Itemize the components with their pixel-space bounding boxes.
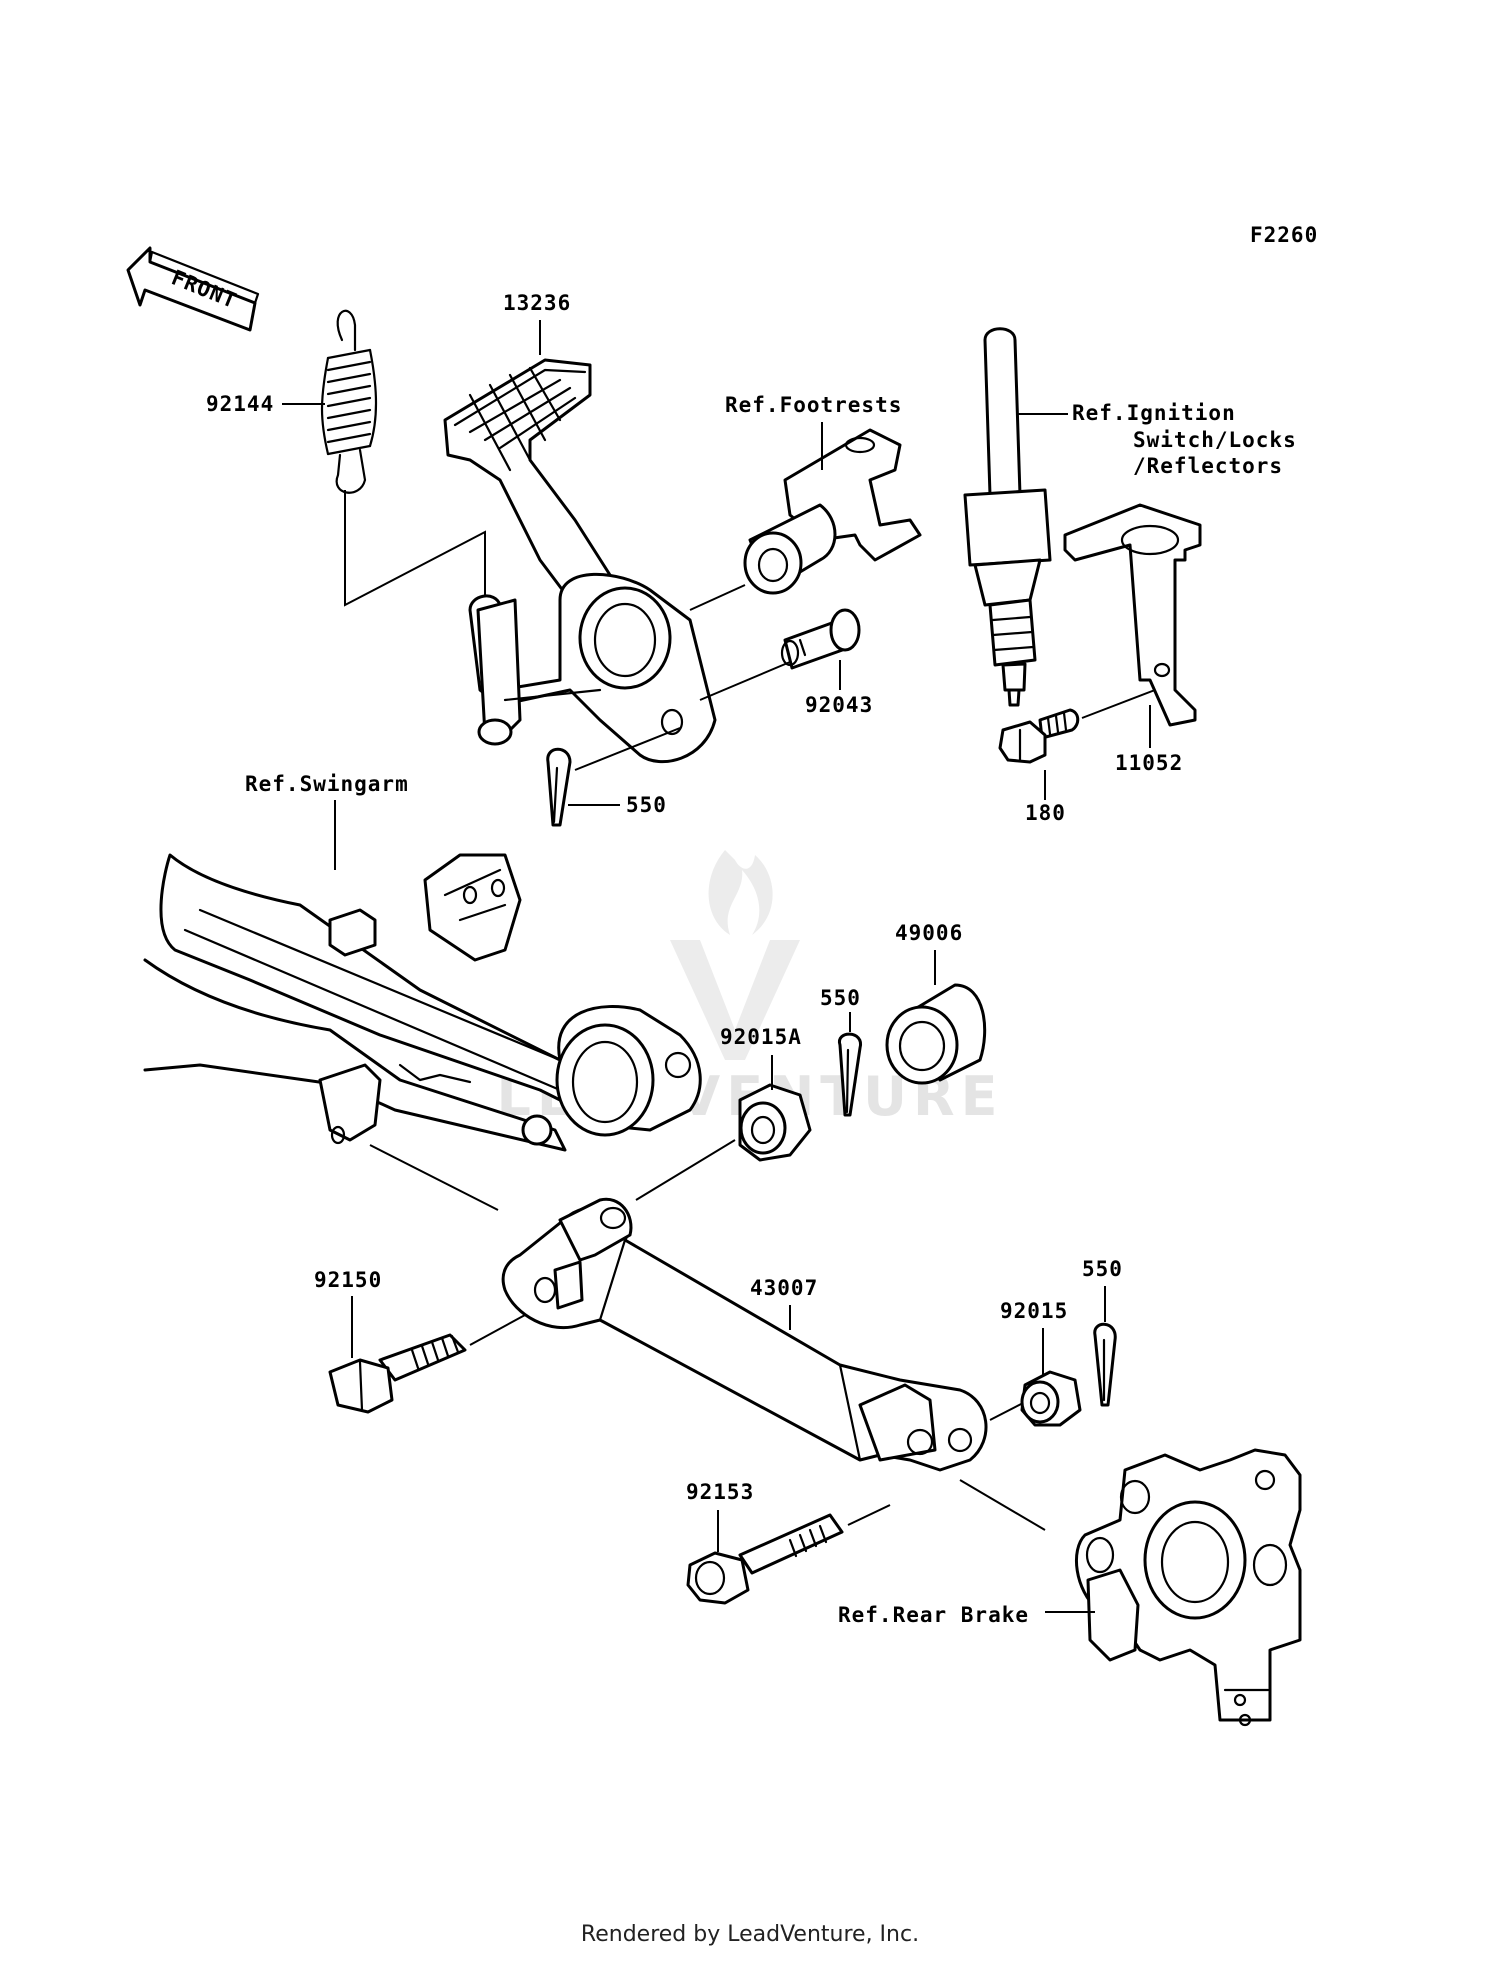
callout-43007: 43007: [750, 1276, 818, 1300]
callout-550-top: 550: [626, 793, 667, 817]
nut-92015A: [635, 1083, 812, 1201]
bracket-11052: [1063, 503, 1202, 727]
clevis-pin-92043: [699, 608, 861, 701]
front-arrow-icon: FRONT: [126, 246, 260, 332]
ref-ignition-line2: Switch/Locks: [1133, 428, 1297, 452]
callout-92144: 92144: [206, 392, 274, 416]
footer-credit: Rendered by LeadVenture, Inc.: [580, 1922, 920, 1947]
callout-13236: 13236: [503, 291, 571, 315]
cotter-pin-550-top: [546, 727, 681, 827]
callout-92153: 92153: [686, 1480, 754, 1504]
ref-rear-brake: Ref.Rear Brake: [838, 1603, 1029, 1627]
callout-180: 180: [1025, 801, 1066, 825]
ref-footrests: Ref.Footrests: [725, 393, 902, 417]
brake-rod-43007: [501, 1197, 1046, 1531]
swingarm: [143, 853, 702, 1211]
cotter-pin-550-right: [1093, 1322, 1117, 1407]
footrest-bracket: [689, 428, 922, 611]
bolt-92153: [686, 1504, 891, 1605]
ref-swingarm: Ref.Swingarm: [245, 772, 409, 796]
ref-ignition-line1: Ref.Ignition: [1072, 401, 1236, 425]
figure-code: F2260: [1250, 223, 1318, 247]
cotter-pin-550-mid: [838, 1032, 862, 1117]
bolt-180: [998, 708, 1080, 764]
nut-92015: [1020, 1370, 1082, 1427]
callout-49006: 49006: [895, 921, 963, 945]
callout-11052: 11052: [1115, 751, 1183, 775]
callout-92043: 92043: [805, 693, 873, 717]
callout-92150: 92150: [314, 1268, 382, 1292]
ignition-cable: [963, 327, 1052, 707]
callout-92015A: 92015A: [720, 1025, 802, 1049]
bolt-92150: [328, 1314, 526, 1414]
collar-49006: [885, 983, 987, 1085]
ref-ignition-line3: /Reflectors: [1133, 454, 1283, 478]
callout-550-mid: 550: [820, 986, 861, 1010]
brake-pedal-13236: [443, 358, 717, 764]
rear-brake-caliper: [1074, 1448, 1302, 1727]
spring-92144: [320, 309, 486, 620]
callout-550-right: 550: [1082, 1257, 1123, 1281]
callout-92015: 92015: [1000, 1299, 1068, 1323]
